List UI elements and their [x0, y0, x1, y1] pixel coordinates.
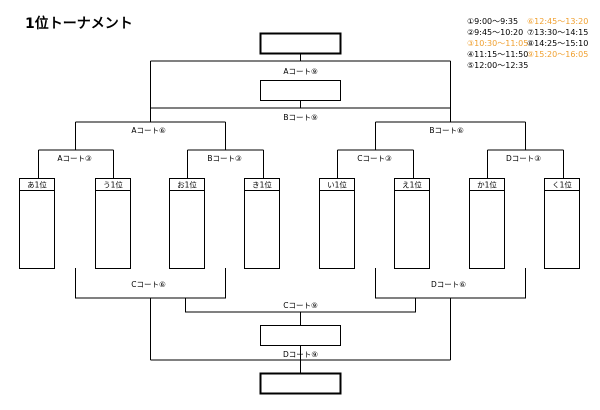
team-name: き1位	[252, 180, 272, 190]
court-label-qf3: Cコート③	[357, 154, 392, 163]
court-label-lower-right: Dコート⑥	[431, 280, 466, 289]
schedule-item: ⑦13:30～14:15	[527, 28, 589, 37]
team-box	[95, 178, 131, 269]
team-name: お1位	[177, 180, 197, 190]
qf3-line	[337, 149, 414, 178]
team-name: あ1位	[27, 180, 47, 190]
qf2-line	[187, 149, 264, 178]
team-box	[544, 178, 580, 269]
team-name: え1位	[402, 180, 422, 190]
team-name: い1位	[327, 180, 347, 190]
team-box	[469, 178, 505, 269]
court-label-qf4: Dコート③	[506, 154, 541, 163]
team-box	[169, 178, 205, 269]
schedule-item: ②9:45～10:20	[467, 28, 524, 37]
final-bracket-line	[150, 53, 451, 108]
court-label-third: Bコート⑨	[283, 113, 318, 122]
schedule-item: ⑤12:00～12:35	[467, 61, 529, 70]
semi-left-line	[75, 108, 226, 150]
court-label-semi-right: Bコート⑥	[429, 126, 464, 135]
team-box	[19, 178, 55, 269]
bracket-lines	[19, 32, 580, 395]
team-box	[394, 178, 430, 269]
schedule-item: ④11:15～11:50	[467, 50, 529, 59]
third-place-box	[260, 80, 341, 101]
qf1-line	[38, 149, 114, 178]
court-label-lower-left: Cコート⑥	[131, 280, 166, 289]
schedule-item: ③10:30～11:05	[467, 39, 529, 48]
team-name: う1位	[103, 180, 123, 190]
lower-final-line	[150, 312, 451, 373]
team-name: か1位	[477, 180, 497, 190]
champion-box	[259, 32, 342, 55]
third-bracket-line	[150, 100, 451, 109]
page-title: 1位トーナメント	[25, 16, 133, 32]
team-box	[244, 178, 280, 269]
lower-middle-box	[260, 325, 341, 346]
court-label-semi-left: Aコート⑥	[131, 126, 166, 135]
schedule-item: ①9:00～9:35	[467, 17, 519, 26]
schedule-item: ⑨15:20～16:05	[527, 50, 589, 59]
lower-bottom-box	[259, 372, 342, 395]
semi-right-line	[375, 108, 526, 150]
court-label-lower-final: Dコート⑨	[283, 350, 318, 359]
court-label-final: Aコート⑨	[283, 67, 318, 76]
court-label-qf2: Bコート③	[207, 154, 242, 163]
court-label-qf1: Aコート③	[57, 154, 92, 163]
schedule-item: ⑧14:25～15:10	[527, 39, 589, 48]
team-name: く1位	[552, 180, 572, 190]
schedule-item: ⑥12:45～13:20	[527, 17, 589, 26]
court-label-lower-center: Cコート⑨	[283, 301, 318, 310]
qf4-line	[487, 149, 564, 178]
team-box	[319, 178, 355, 269]
